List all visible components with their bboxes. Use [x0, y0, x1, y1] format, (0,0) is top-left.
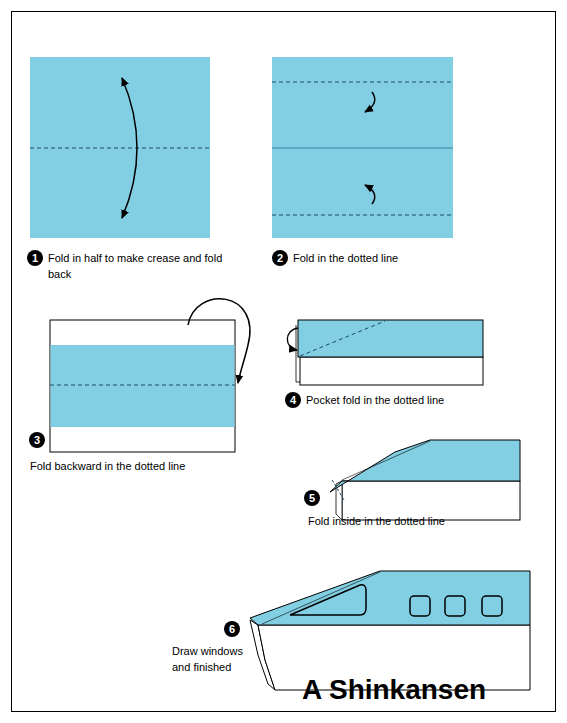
- step-number: 1: [32, 253, 38, 264]
- step-instruction: Pocket fold in the dotted line: [306, 392, 526, 408]
- step6-shinkansen: [250, 571, 530, 690]
- step-number-circle: 4: [285, 392, 301, 408]
- step-number: 5: [309, 493, 315, 504]
- step-number: 4: [290, 395, 296, 406]
- step-instruction: Fold inside in the dotted line: [308, 513, 528, 529]
- step-number: 6: [229, 624, 235, 635]
- step3-folded: [50, 299, 250, 452]
- step-number-circle: 1: [27, 250, 43, 266]
- step-number-circle: 2: [272, 250, 288, 266]
- step2-square: [272, 57, 453, 238]
- step-instruction: Fold in the dotted line: [293, 250, 493, 266]
- step5-train: [330, 440, 520, 520]
- diagram-title: A Shinkansen: [302, 674, 486, 706]
- step4-folded: [287, 320, 483, 385]
- step-instruction: Fold in half to make crease and fold bac…: [48, 250, 228, 282]
- step-number-circle: 3: [29, 432, 45, 448]
- step-number: 3: [34, 435, 40, 446]
- page-frame: [12, 12, 556, 712]
- step-instruction: Draw windows and finished: [172, 643, 260, 675]
- step1-square: [30, 57, 210, 238]
- step-number: 2: [277, 253, 283, 264]
- step-number-circle: 5: [304, 490, 320, 506]
- step-number-circle: 6: [224, 621, 240, 637]
- step-instruction: Fold backward in the dotted line: [30, 458, 260, 474]
